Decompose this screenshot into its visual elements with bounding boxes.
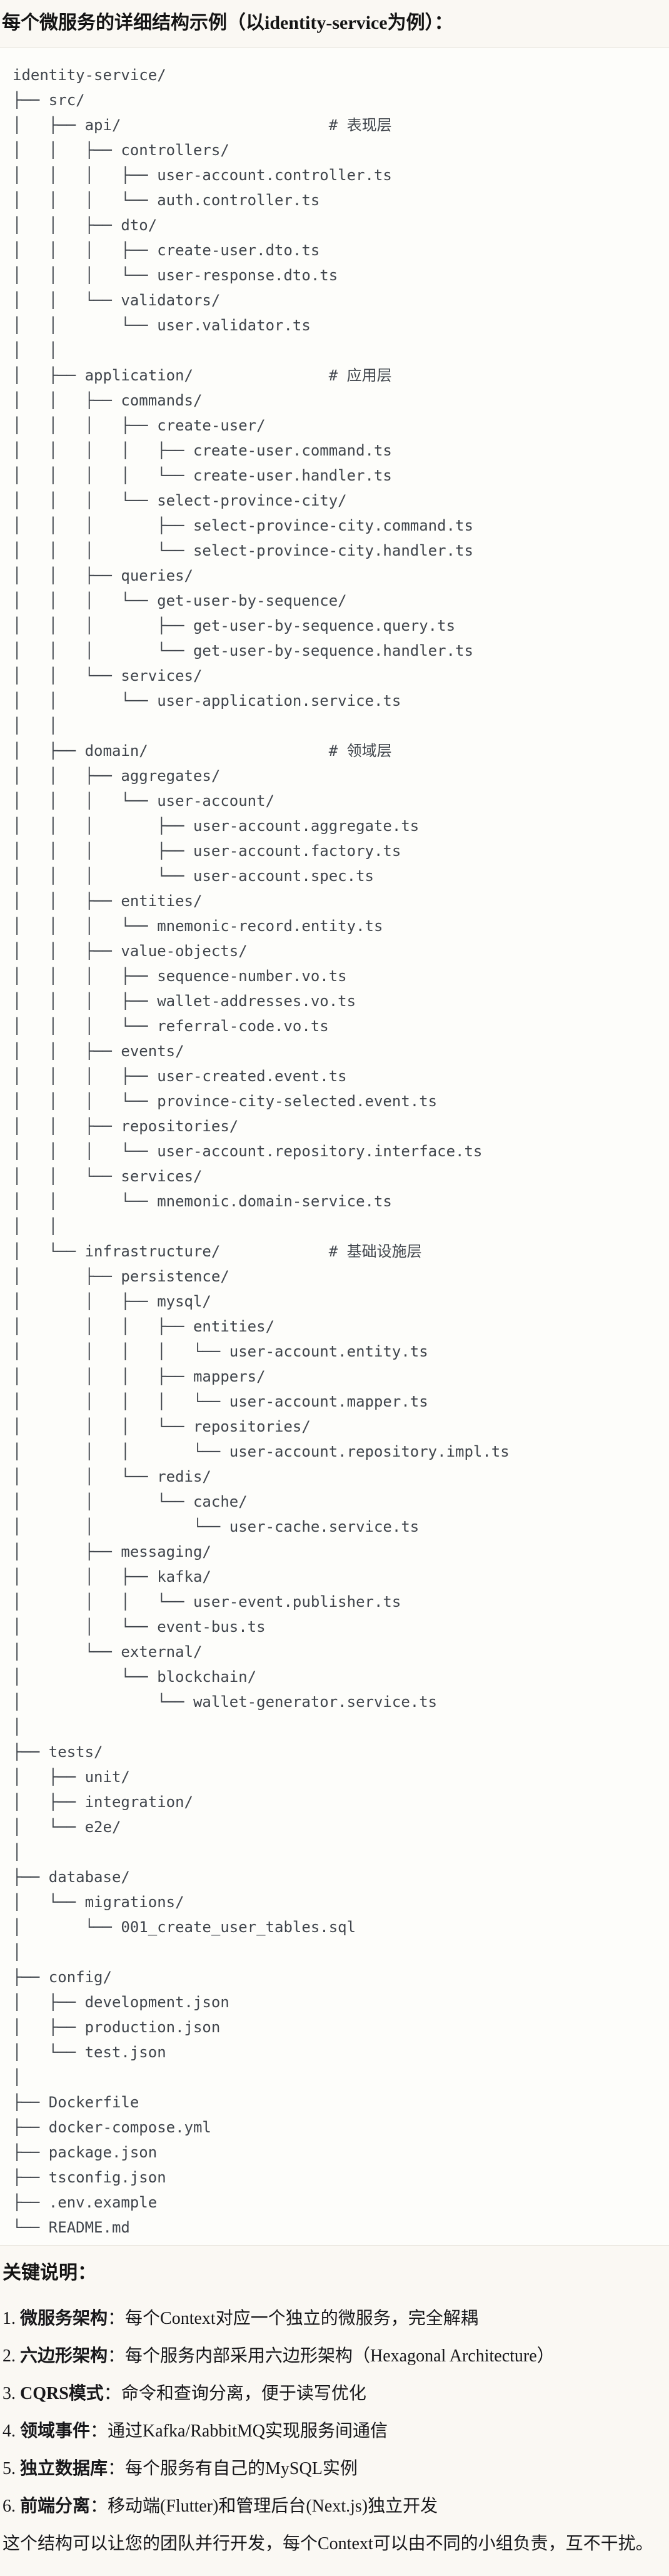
note-item: 4.领域事件：通过Kafka/RabbitMQ实现服务间通信: [3, 2420, 664, 2443]
note-number: 2.: [3, 2346, 16, 2366]
notes-heading: 关键说明：: [3, 2263, 96, 2283]
note-number: 5.: [3, 2459, 16, 2478]
note-label: CQRS模式: [20, 2384, 104, 2403]
note-separator: ：: [108, 2346, 126, 2366]
closing-paragraph: 这个结构可以让您的团队并行开发，每个Context可以由不同的小组负责，互不干扰…: [3, 2534, 653, 2553]
note-text: 每个服务有自己的MySQL实例: [125, 2459, 358, 2478]
note-separator: ：: [108, 2459, 126, 2478]
note-number: 3.: [3, 2384, 16, 2403]
notes-section: 关键说明： 1.微服务架构：每个Context对应一个独立的微服务，完全解耦 2…: [0, 2259, 669, 2573]
note-item: 1.微服务架构：每个Context对应一个独立的微服务，完全解耦: [3, 2307, 664, 2330]
note-label: 微服务架构: [20, 2309, 108, 2328]
note-number: 4.: [3, 2421, 16, 2441]
note-item: 2.六边形架构：每个服务内部采用六边形架构（Hexagonal Architec…: [3, 2344, 664, 2368]
note-separator: ：: [108, 2309, 126, 2328]
directory-tree-block: identity-service/ ├── src/ │ ├── api/ # …: [0, 47, 669, 2246]
note-item: 5.独立数据库：每个服务有自己的MySQL实例: [3, 2457, 664, 2480]
note-text: 通过Kafka/RabbitMQ实现服务间通信: [108, 2421, 388, 2441]
note-separator: ：: [90, 2497, 108, 2516]
note-separator: ：: [90, 2421, 108, 2441]
notes-list: 1.微服务架构：每个Context对应一个独立的微服务，完全解耦 2.六边形架构…: [3, 2307, 664, 2518]
page-title: 每个微服务的详细结构示例（以identity-service为例）：: [2, 13, 453, 33]
note-text: 命令和查询分离，便于读写优化: [121, 2384, 366, 2403]
note-text: 每个服务内部采用六边形架构（Hexagonal Architecture）: [125, 2346, 555, 2366]
note-item: 3.CQRS模式：命令和查询分离，便于读写优化: [3, 2382, 664, 2405]
note-label: 独立数据库: [20, 2459, 108, 2478]
note-separator: ：: [103, 2384, 121, 2403]
note-number: 1.: [3, 2309, 16, 2328]
note-label: 领域事件: [20, 2421, 91, 2441]
note-item: 6.前端分离：移动端(Flutter)和管理后台(Next.js)独立开发: [3, 2495, 664, 2518]
note-label: 前端分离: [20, 2497, 91, 2516]
note-number: 6.: [3, 2497, 16, 2516]
note-label: 六边形架构: [20, 2346, 108, 2366]
note-text: 移动端(Flutter)和管理后台(Next.js)独立开发: [108, 2497, 438, 2516]
note-text: 每个Context对应一个独立的微服务，完全解耦: [125, 2309, 478, 2328]
directory-tree: identity-service/ ├── src/ │ ├── api/ # …: [13, 66, 510, 2236]
